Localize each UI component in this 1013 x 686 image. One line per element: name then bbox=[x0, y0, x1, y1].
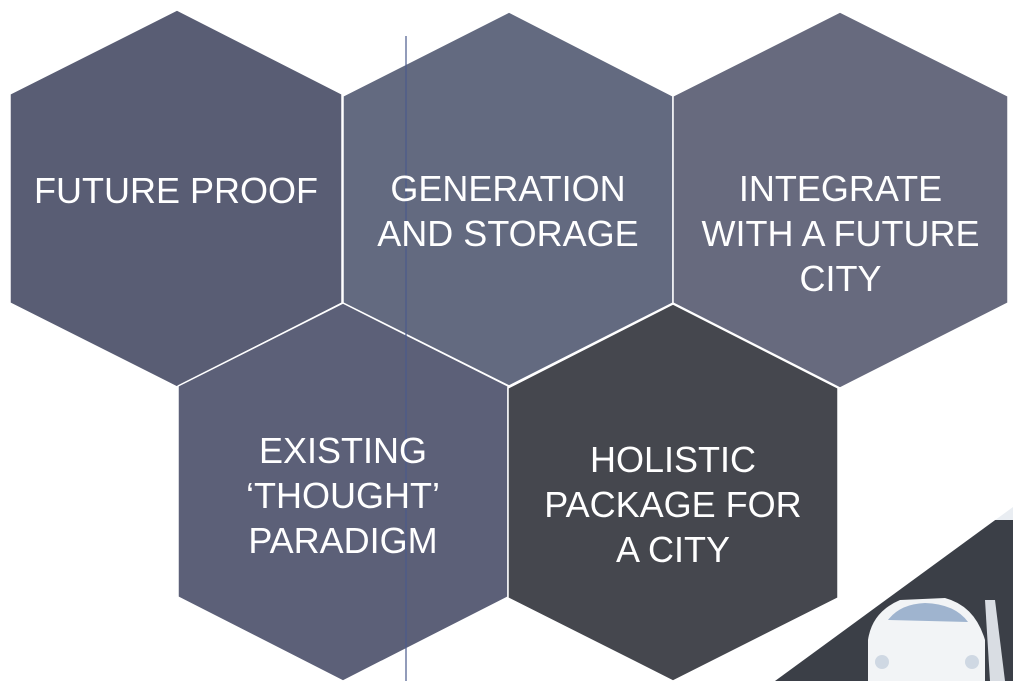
car-icon bbox=[868, 598, 985, 681]
hexagon-integrate-with-future-city bbox=[672, 11, 1009, 389]
photo-lane-mark bbox=[985, 600, 1005, 681]
hexagon-future-proof bbox=[9, 9, 343, 388]
